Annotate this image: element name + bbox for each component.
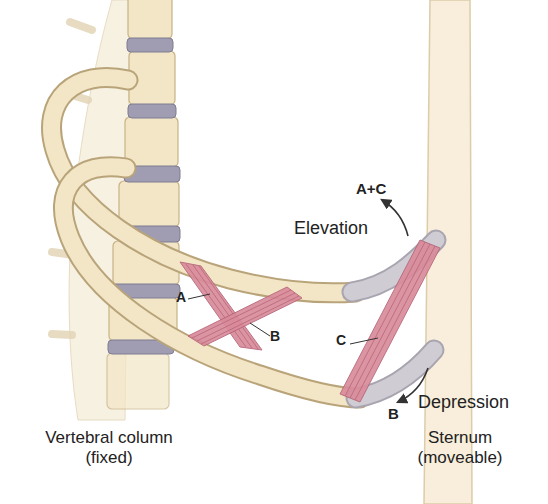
intercostal-muscles: [180, 240, 440, 402]
motion-arrows: [382, 200, 428, 402]
muscle-combo-label: A+C: [356, 180, 386, 198]
muscle-label: B: [270, 328, 280, 345]
motion-label: Elevation: [294, 218, 368, 239]
leader-lines: [188, 294, 378, 344]
muscle-label: B: [388, 405, 399, 423]
structure-label: Vertebral column (fixed): [38, 428, 180, 468]
structure-label: Sternum (moveable): [412, 428, 508, 468]
vertebral-bodies: [107, 0, 179, 409]
motion-label: Depression: [418, 392, 509, 413]
muscle-label: C: [336, 332, 346, 349]
muscle-label: A: [176, 289, 186, 306]
